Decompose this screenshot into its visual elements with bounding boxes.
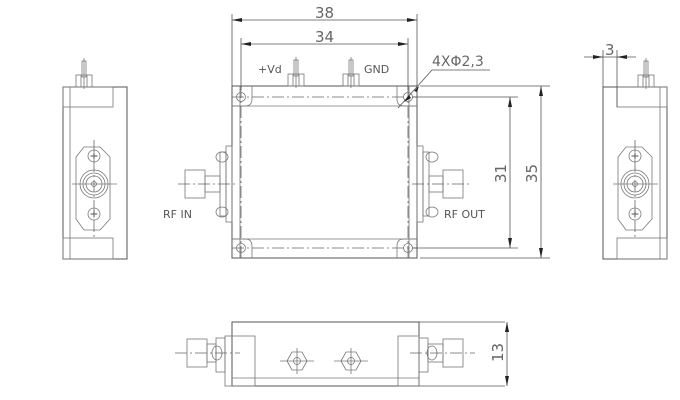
dimension-38: 38: [231, 4, 418, 86]
svg-text:35: 35: [523, 164, 541, 183]
svg-text:31: 31: [492, 164, 510, 183]
mounting-hole-br: [396, 238, 417, 258]
vd-pin-icon: [287, 56, 305, 89]
gnd-pin-icon: [342, 56, 360, 89]
rf-in-label: RF IN: [163, 208, 192, 221]
mounting-hole-bl: [232, 238, 253, 258]
rf-in-connector: [178, 145, 238, 223]
mounting-hole-callout: 4XΦ2,3: [397, 54, 490, 109]
right-side-view: 3: [584, 41, 668, 260]
top-view: +Vd GND RF IN RF OUT: [163, 4, 550, 259]
gnd-label: GND: [364, 63, 389, 76]
svg-text:3: 3: [605, 41, 615, 59]
dimension-34: 34: [240, 28, 409, 90]
rf-out-label: RF OUT: [444, 208, 485, 221]
dimension-31: 31: [412, 96, 518, 249]
mounting-hole-tl: [232, 86, 253, 107]
svg-text:34: 34: [315, 28, 334, 46]
svg-text:4XΦ2,3: 4XΦ2,3: [432, 54, 484, 70]
left-side-view: [62, 57, 128, 260]
front-view: 13: [175, 321, 509, 387]
svg-text:38: 38: [315, 4, 334, 22]
mounting-hole-tr: [396, 86, 417, 107]
vd-label: +Vd: [258, 63, 282, 76]
pin-icon: [75, 57, 93, 90]
rf-out-connector: [412, 145, 470, 223]
pin-icon: [637, 57, 655, 90]
dimension-3: 3: [584, 41, 636, 107]
dimension-13: 13: [489, 322, 509, 386]
hex-nut-icon: [280, 348, 314, 374]
svg-text:13: 13: [489, 343, 507, 362]
hex-nut-icon: [334, 348, 368, 374]
dimension-35: 35: [420, 85, 550, 259]
